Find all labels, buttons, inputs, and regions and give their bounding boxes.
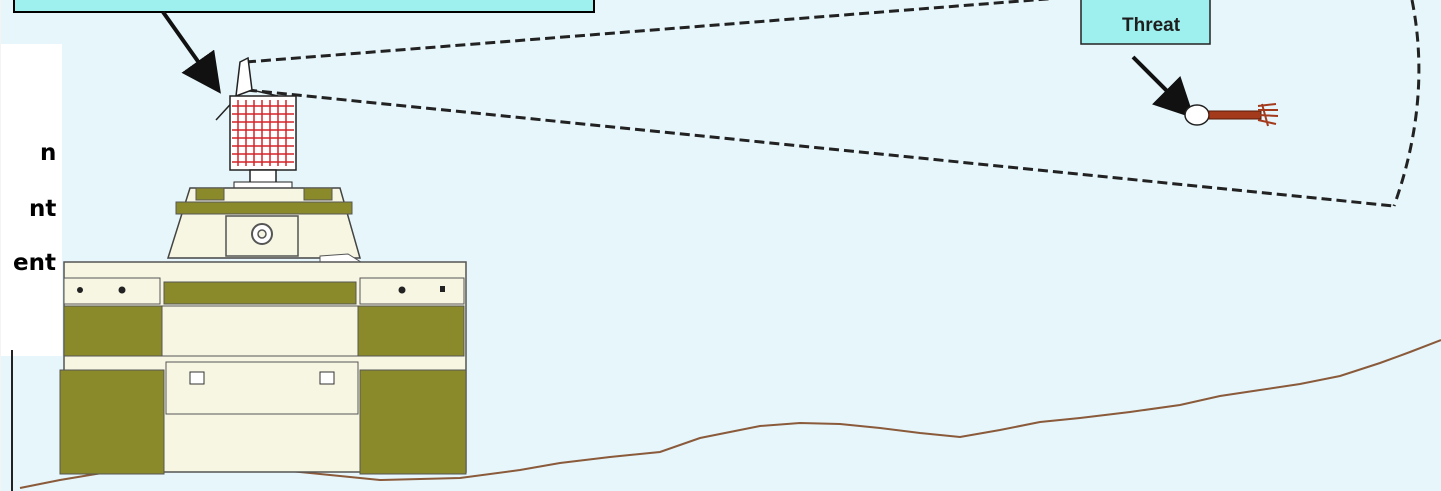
missile-icon xyxy=(1184,103,1279,127)
beam-lower-dashed-line xyxy=(246,88,1395,208)
side-panel-line-1: n xyxy=(40,140,56,166)
ground-line xyxy=(19,339,1441,489)
tank-icon xyxy=(59,56,467,475)
side-panel-line-2: nt xyxy=(29,196,56,222)
beam-upper-dashed-line xyxy=(245,0,1054,64)
sensor-mast xyxy=(215,56,297,189)
side-panel-line-3: ent xyxy=(13,250,56,276)
threat-label-box: Threat xyxy=(1080,0,1211,45)
beam-far-arc-dashed-line xyxy=(1392,0,1421,207)
side-panel: n nt ent xyxy=(0,0,62,491)
laser-grid xyxy=(232,100,294,166)
threat-label: Threat xyxy=(1122,15,1181,36)
sensor-pointer-arrow-icon xyxy=(161,10,221,94)
top-label-box xyxy=(13,0,595,13)
threat-pointer-arrow-icon xyxy=(1131,55,1195,119)
